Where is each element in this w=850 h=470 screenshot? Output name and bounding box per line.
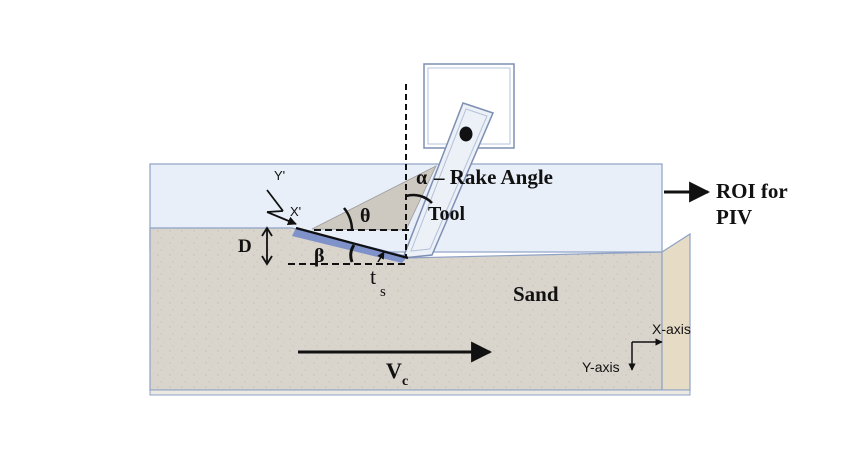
tool-blade-inner bbox=[410, 108, 488, 252]
theta-label: θ bbox=[360, 205, 370, 227]
sand-label: Sand bbox=[513, 282, 559, 306]
x-prime-axis-base bbox=[266, 210, 284, 213]
roi-label-line2: PIV bbox=[716, 205, 752, 229]
x-axis-label: X-axis bbox=[652, 321, 691, 337]
ts-subscript: s bbox=[380, 284, 386, 300]
depth-arrow-bottom bbox=[261, 255, 273, 266]
y-axis-label: Y-axis bbox=[582, 359, 620, 375]
tool-blade bbox=[401, 102, 495, 259]
tool-pin bbox=[459, 126, 473, 142]
theta-arc bbox=[342, 207, 354, 230]
ts-label: t bbox=[370, 264, 376, 289]
rake-angle-symbol: α bbox=[416, 167, 427, 189]
roi-label-line1: ROI for bbox=[716, 179, 788, 203]
ts-arrow bbox=[377, 251, 385, 263]
alpha-arc bbox=[405, 193, 433, 204]
depth-label: D bbox=[238, 236, 252, 257]
shear-plane-line bbox=[295, 226, 409, 260]
container-wall bbox=[661, 232, 691, 391]
container-bottom bbox=[149, 389, 691, 396]
tool-label: Tool bbox=[428, 203, 466, 225]
depth-arrow-top bbox=[261, 226, 273, 237]
y-prime-axis bbox=[266, 189, 284, 212]
y-prime-label: Y' bbox=[274, 168, 285, 183]
vc-label: V bbox=[386, 358, 402, 383]
beta-arc bbox=[349, 244, 356, 263]
x-prime-axis bbox=[266, 211, 297, 226]
beta-label: β bbox=[314, 245, 325, 267]
vc-subscript: c bbox=[402, 374, 408, 389]
x-prime-label: X' bbox=[290, 204, 301, 219]
rake-angle-label: – Rake Angle bbox=[433, 165, 553, 189]
